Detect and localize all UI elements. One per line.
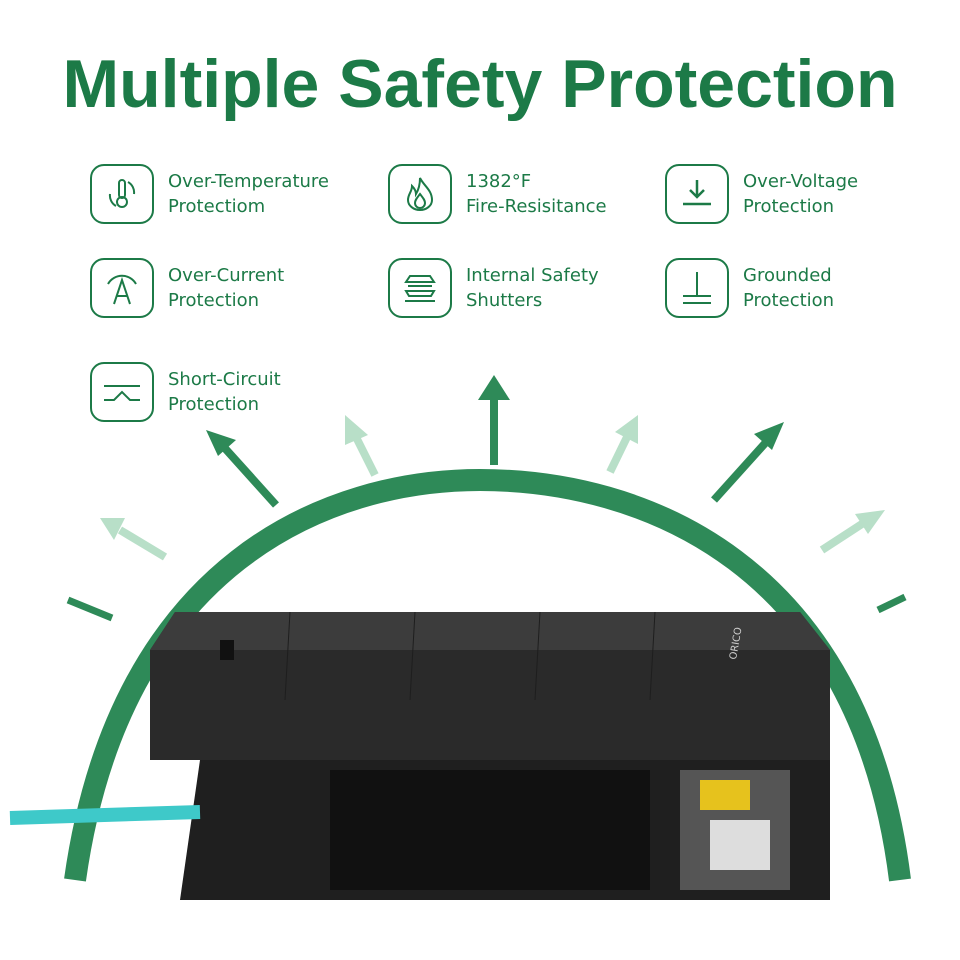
feature-label: Protectiom [168, 196, 266, 217]
short-circuit-icon [90, 362, 154, 422]
feature-label: Fire-Resisitance [466, 196, 607, 217]
feature-label: 1382°F [466, 171, 532, 192]
radiating-arrows [206, 375, 784, 508]
feature-label: Protection [168, 394, 260, 415]
feature-label: Over-Current [168, 265, 285, 286]
shutters-layers-icon [388, 258, 452, 318]
flame-icon [388, 164, 452, 224]
feature-label: Short-Circuit [168, 369, 281, 390]
ampere-icon [90, 258, 154, 318]
page-title: Multiple Safety Protection [62, 46, 898, 122]
feature-label: Protection [743, 196, 835, 217]
dome-ticks [66, 593, 907, 622]
feature-label: Internal Safety [466, 265, 599, 286]
feature-label: Over-Voltage [743, 171, 859, 192]
feature-fire-resistance: 1382°F Fire-Resisitance [388, 164, 607, 224]
power-strip-base [180, 760, 830, 900]
feature-label: Grounded [743, 265, 832, 286]
feature-label: Over-Temperature [168, 171, 330, 192]
feature-label: Protection [168, 290, 260, 311]
feature-label: Protection [743, 290, 835, 311]
power-cable [9, 805, 201, 825]
voltage-down-arrow-icon [665, 164, 729, 224]
feature-label: Shutters [466, 290, 543, 311]
power-strip-lid: ORICO [150, 611, 830, 760]
faint-arrows [100, 415, 885, 561]
thermometer-icon [90, 164, 154, 224]
ground-symbol-icon [665, 258, 729, 318]
